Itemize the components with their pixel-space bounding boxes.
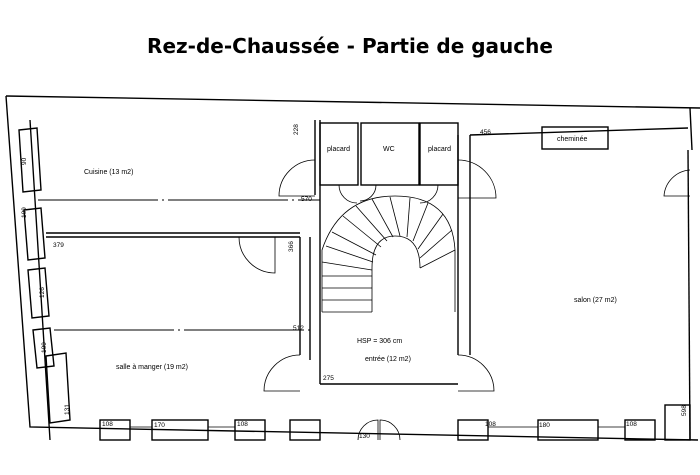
dimension-label: 366 [288,241,295,252]
dimension-label: 379 [53,242,64,249]
dimension-label: 109 [21,207,28,218]
dimension-label: 109 [41,342,48,353]
dimension-label: 570 [301,196,312,203]
room-label-hsp: HSP = 306 cm [357,338,402,345]
room-label-wc: WC [383,146,395,153]
outer-walls [5,95,700,441]
dimension-label: 108 [237,421,248,428]
doors [238,159,691,441]
dimension-label: 180 [539,422,550,429]
dimension-label: 170 [154,422,165,429]
room-label-salle-a-manger: salle à manger (19 m2) [116,364,188,371]
plan-title: Rez-de-Chaussée - Partie de gauche [147,34,553,58]
room-label-placard-right: placard [428,146,451,153]
dimension-label: 131 [64,404,71,415]
dimension-label: 512 [293,325,304,332]
room-label-entree: entrée (12 m2) [365,356,411,363]
dimension-label: 108 [626,421,637,428]
room-label-cuisine: Cuisine (13 m2) [84,169,133,176]
dimension-label: 126 [39,287,46,298]
room-label-salon: salon (27 m2) [574,297,617,304]
dimension-label: 130 [359,433,370,440]
room-label-placard-left: placard [327,146,350,153]
dimension-label: 108 [485,421,496,428]
dimension-label: 90 [21,157,28,165]
bottom-windows [99,404,691,441]
dimension-label: 228 [293,124,300,135]
fireplace [541,126,609,150]
dimension-label: 275 [323,375,334,382]
staircase [321,195,456,313]
dimension-label: 108 [102,421,113,428]
room-label-cheminee: cheminée [557,136,587,143]
interior-walls [38,120,689,385]
dimension-label: 598 [681,405,688,416]
left-windows [18,127,71,424]
dimension-label: 456 [480,129,491,136]
